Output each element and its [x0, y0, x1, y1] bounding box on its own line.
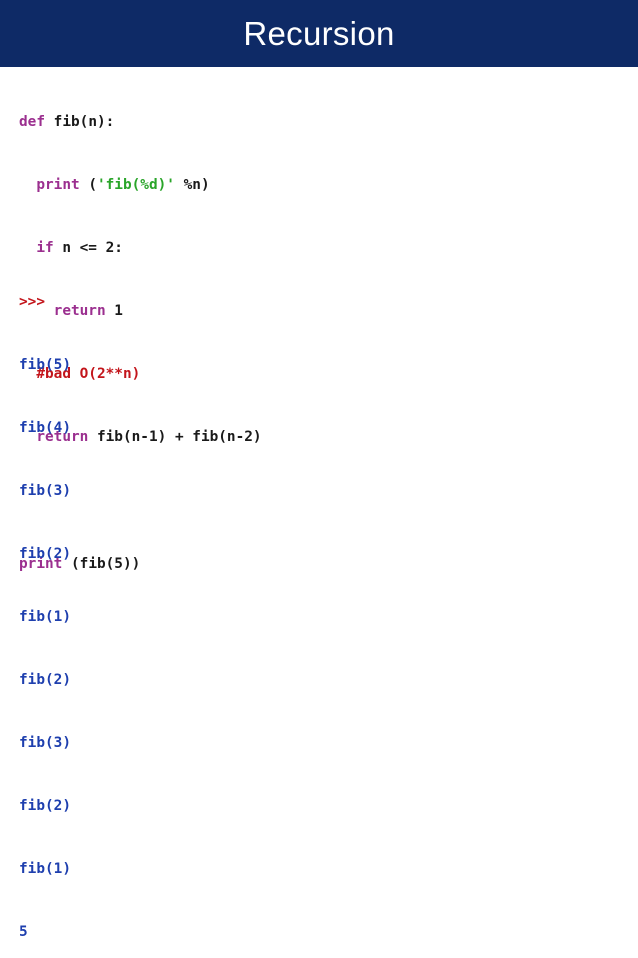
code-line-return-recursive: return fib(n-1) + fib(n-2)	[19, 427, 619, 448]
output-line: fib(2)	[19, 672, 71, 688]
output-line: fib(5)	[19, 357, 71, 373]
console-prompt: >>>	[19, 294, 45, 310]
code-text: fib(n):	[45, 114, 115, 130]
title-bar: Recursion	[0, 0, 638, 67]
indent	[19, 177, 36, 193]
code-text: %n)	[174, 177, 210, 193]
output-line: fib(1)	[19, 861, 71, 877]
output-line: fib(4)	[19, 420, 71, 436]
slide-title: Recursion	[243, 14, 395, 52]
console-output: >>> fib(5) fib(4) fib(3) fib(2) fib(1) f…	[19, 250, 619, 958]
comment: #bad O(2**n)	[36, 366, 141, 382]
output-result: 5	[19, 924, 28, 940]
output-line: fib(3)	[19, 735, 71, 751]
keyword: print	[36, 177, 80, 193]
output-line: fib(3)	[19, 483, 71, 499]
code-text: n <= 2:	[53, 240, 123, 256]
output-line: fib(1)	[19, 609, 71, 625]
code-block: def fib(n): print ('fib(%d)' %n) if n <=…	[19, 70, 619, 596]
string-literal: 'fib(%d)'	[96, 177, 175, 193]
code-line-print: print ('fib(%d)' %n)	[19, 175, 619, 196]
code-text: (	[79, 177, 97, 193]
code-line-comment: #bad O(2**n)	[19, 364, 619, 385]
code-text: fib(n-1) + fib(n-2)	[88, 429, 262, 445]
output-line: fib(2)	[19, 546, 71, 562]
code-line-if: if n <= 2:	[19, 238, 619, 259]
keyword: return	[36, 429, 89, 445]
code-line-return-1: return 1	[19, 301, 619, 322]
keyword: def	[19, 114, 45, 130]
keyword: if	[36, 240, 54, 256]
code-text: 1	[105, 303, 123, 319]
keyword: return	[53, 303, 106, 319]
output-line: fib(2)	[19, 798, 71, 814]
code-line-def: def fib(n):	[19, 112, 619, 133]
